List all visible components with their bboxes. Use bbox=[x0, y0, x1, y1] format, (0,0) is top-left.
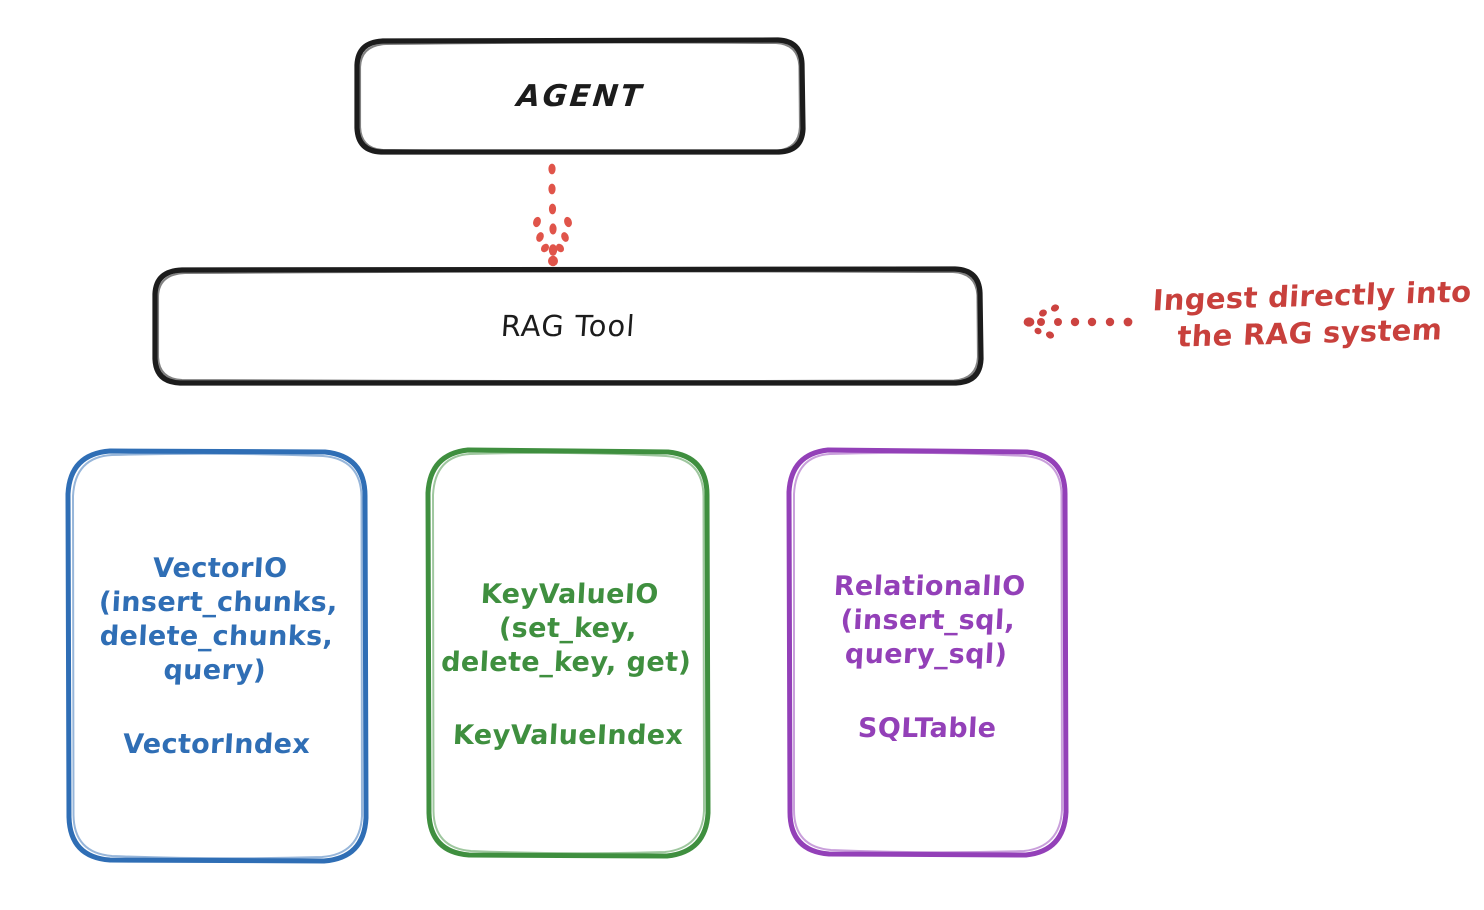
node-agent[interactable]: AGENT bbox=[357, 40, 803, 153]
agent-to-rag-dotted-arrow bbox=[533, 163, 572, 267]
relational-io-box-outline bbox=[786, 447, 1069, 858]
vector-io-index: VectorIndex bbox=[122, 728, 312, 760]
ingest-annotation-text: Ingest directly into the RAG system bbox=[1151, 274, 1473, 354]
relational-io-index: SQLTable bbox=[857, 712, 998, 744]
key-value-io-index: KeyValueIndex bbox=[452, 720, 684, 752]
agent-label: AGENT bbox=[514, 79, 646, 114]
vector-io-title: VectorIO (insert_chunks, delete_chunks, … bbox=[97, 553, 339, 687]
node-relational-io[interactable]: RelationalIO (insert_sql, query_sql) SQL… bbox=[789, 450, 1066, 856]
vector-io-box-outline bbox=[65, 448, 369, 864]
agent-box-outline bbox=[354, 37, 806, 155]
rag-tool-label: RAG Tool bbox=[499, 309, 637, 343]
key-value-io-box-outline bbox=[425, 447, 711, 859]
rag-tool-box-outline bbox=[152, 266, 984, 386]
node-key-value-io[interactable]: KeyValueIO (set_key, delete_key, get) Ke… bbox=[428, 450, 708, 857]
node-rag-tool[interactable]: RAG Tool bbox=[155, 269, 981, 383]
key-value-io-title: KeyValueIO (set_key, delete_key, get) bbox=[440, 578, 693, 678]
ingest-dotted-arrow bbox=[1023, 304, 1133, 339]
relational-io-title: RelationalIO (insert_sql, query_sql) bbox=[832, 571, 1027, 671]
node-vector-io[interactable]: VectorIO (insert_chunks, delete_chunks, … bbox=[68, 450, 366, 862]
